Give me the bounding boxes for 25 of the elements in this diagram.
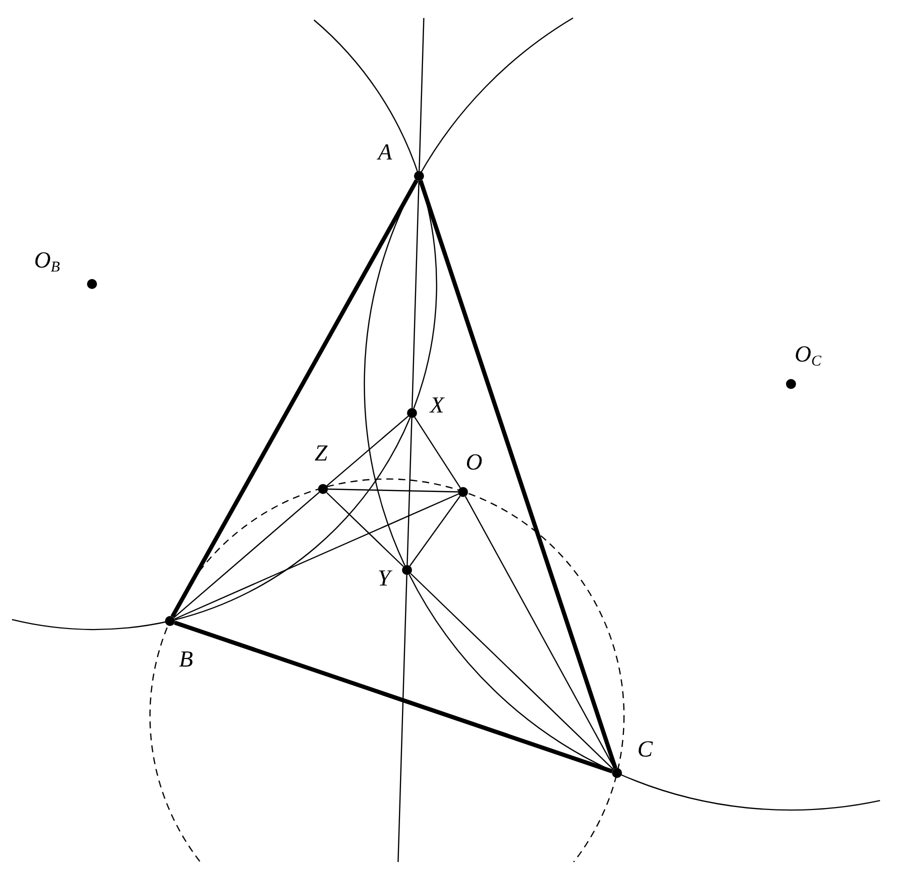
point-label: X (430, 394, 444, 416)
line-segment (464, 496, 616, 769)
line-segment (173, 492, 320, 618)
line-segment (412, 180, 420, 408)
line-segment (418, 180, 618, 769)
line-segment (174, 493, 459, 620)
point-label: O (466, 450, 482, 474)
point-label: C (637, 738, 653, 760)
line-segment (328, 488, 458, 492)
line-segment (418, 18, 424, 172)
line-segment (170, 179, 418, 618)
line-segment (406, 418, 412, 566)
line-segment (398, 574, 408, 862)
point-label: A (378, 140, 392, 164)
line-segment (414, 416, 461, 488)
line-segment (326, 492, 404, 567)
point-label: Y (378, 566, 390, 590)
line-segment (174, 620, 613, 774)
point-label: O$_{B}$ (34, 248, 60, 276)
point-label: B (178, 648, 194, 670)
line-segment (409, 496, 461, 566)
point-label: Z (314, 442, 328, 464)
line-segment (174, 417, 411, 620)
point-label: O$_{C}$ (794, 342, 822, 370)
line-segment (326, 416, 409, 486)
